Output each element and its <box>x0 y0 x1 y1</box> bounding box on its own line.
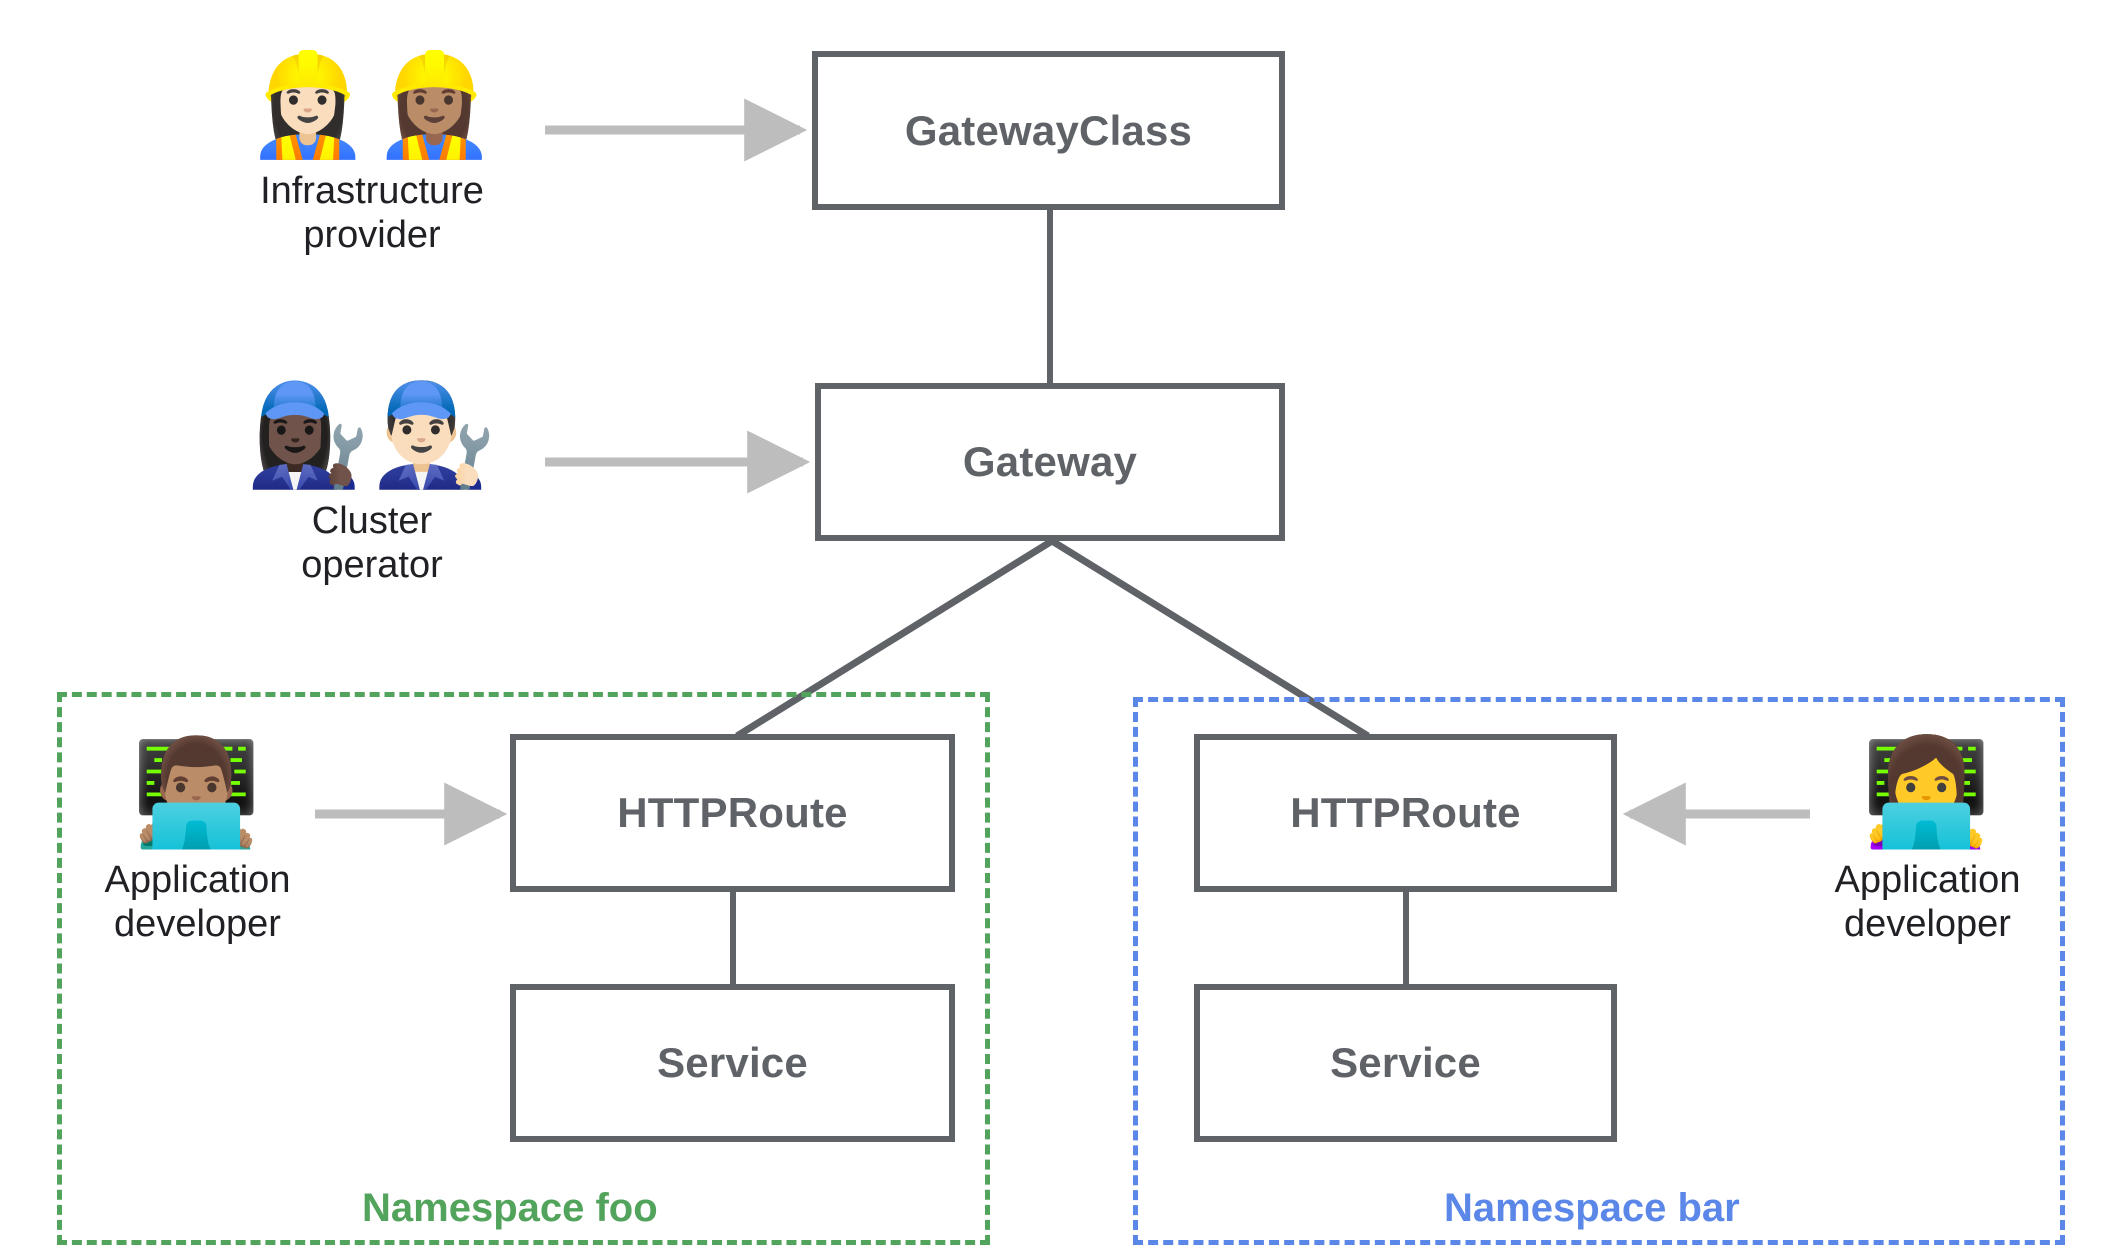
gatewayclass-label: GatewayClass <box>904 106 1193 154</box>
persona-infrastructure-provider: 👷🏻‍♀️👷🏽‍♀️ Infrastructure provider <box>212 55 532 258</box>
foo-httproute-label: HTTPRoute <box>617 789 848 836</box>
persona-infrastructure-provider-label: Infrastructure provider <box>260 170 484 257</box>
bar-service-label: Service <box>1330 1039 1481 1086</box>
foo-service-box[interactable]: Service <box>510 984 955 1142</box>
persona-application-developer-foo-label: Application developer <box>104 859 291 946</box>
foo-httproute-box[interactable]: HTTPRoute <box>510 734 955 892</box>
gateway-box[interactable]: Gateway <box>815 383 1285 541</box>
bar-httproute-box[interactable]: HTTPRoute <box>1194 734 1617 892</box>
persona-cluster-operator-label: Cluster operator <box>301 500 443 587</box>
persona-application-developer-bar-label: Application developer <box>1834 859 2021 946</box>
namespace-bar-caption: Namespace bar <box>1444 1186 1740 1230</box>
persona-application-developer-foo: 👨🏽‍💻 Application developer <box>65 740 330 947</box>
namespace-bar-container <box>1133 697 2065 1245</box>
woman-technologist-icon: 👩‍💻 <box>1861 731 1994 853</box>
persona-application-developer-bar: 👩‍💻 Application developer <box>1795 740 2060 947</box>
man-technologist-icon: 👨🏽‍💻 <box>131 731 264 853</box>
mechanic-icon: 👩🏿‍🔧👨🏻‍🔧 <box>245 376 499 493</box>
bar-service-box[interactable]: Service <box>1194 984 1617 1142</box>
gatewayclass-box[interactable]: GatewayClass <box>812 51 1285 210</box>
bar-httproute-label: HTTPRoute <box>1290 789 1521 836</box>
namespace-foo-container <box>57 692 990 1245</box>
woman-construction-worker-icon: 👷🏻‍♀️👷🏽‍♀️ <box>245 46 499 163</box>
gateway-label: Gateway <box>962 438 1138 485</box>
foo-service-label: Service <box>657 1039 808 1086</box>
persona-cluster-operator: 👩🏿‍🔧👨🏻‍🔧 Cluster operator <box>212 385 532 588</box>
namespace-foo-caption: Namespace foo <box>362 1186 658 1230</box>
